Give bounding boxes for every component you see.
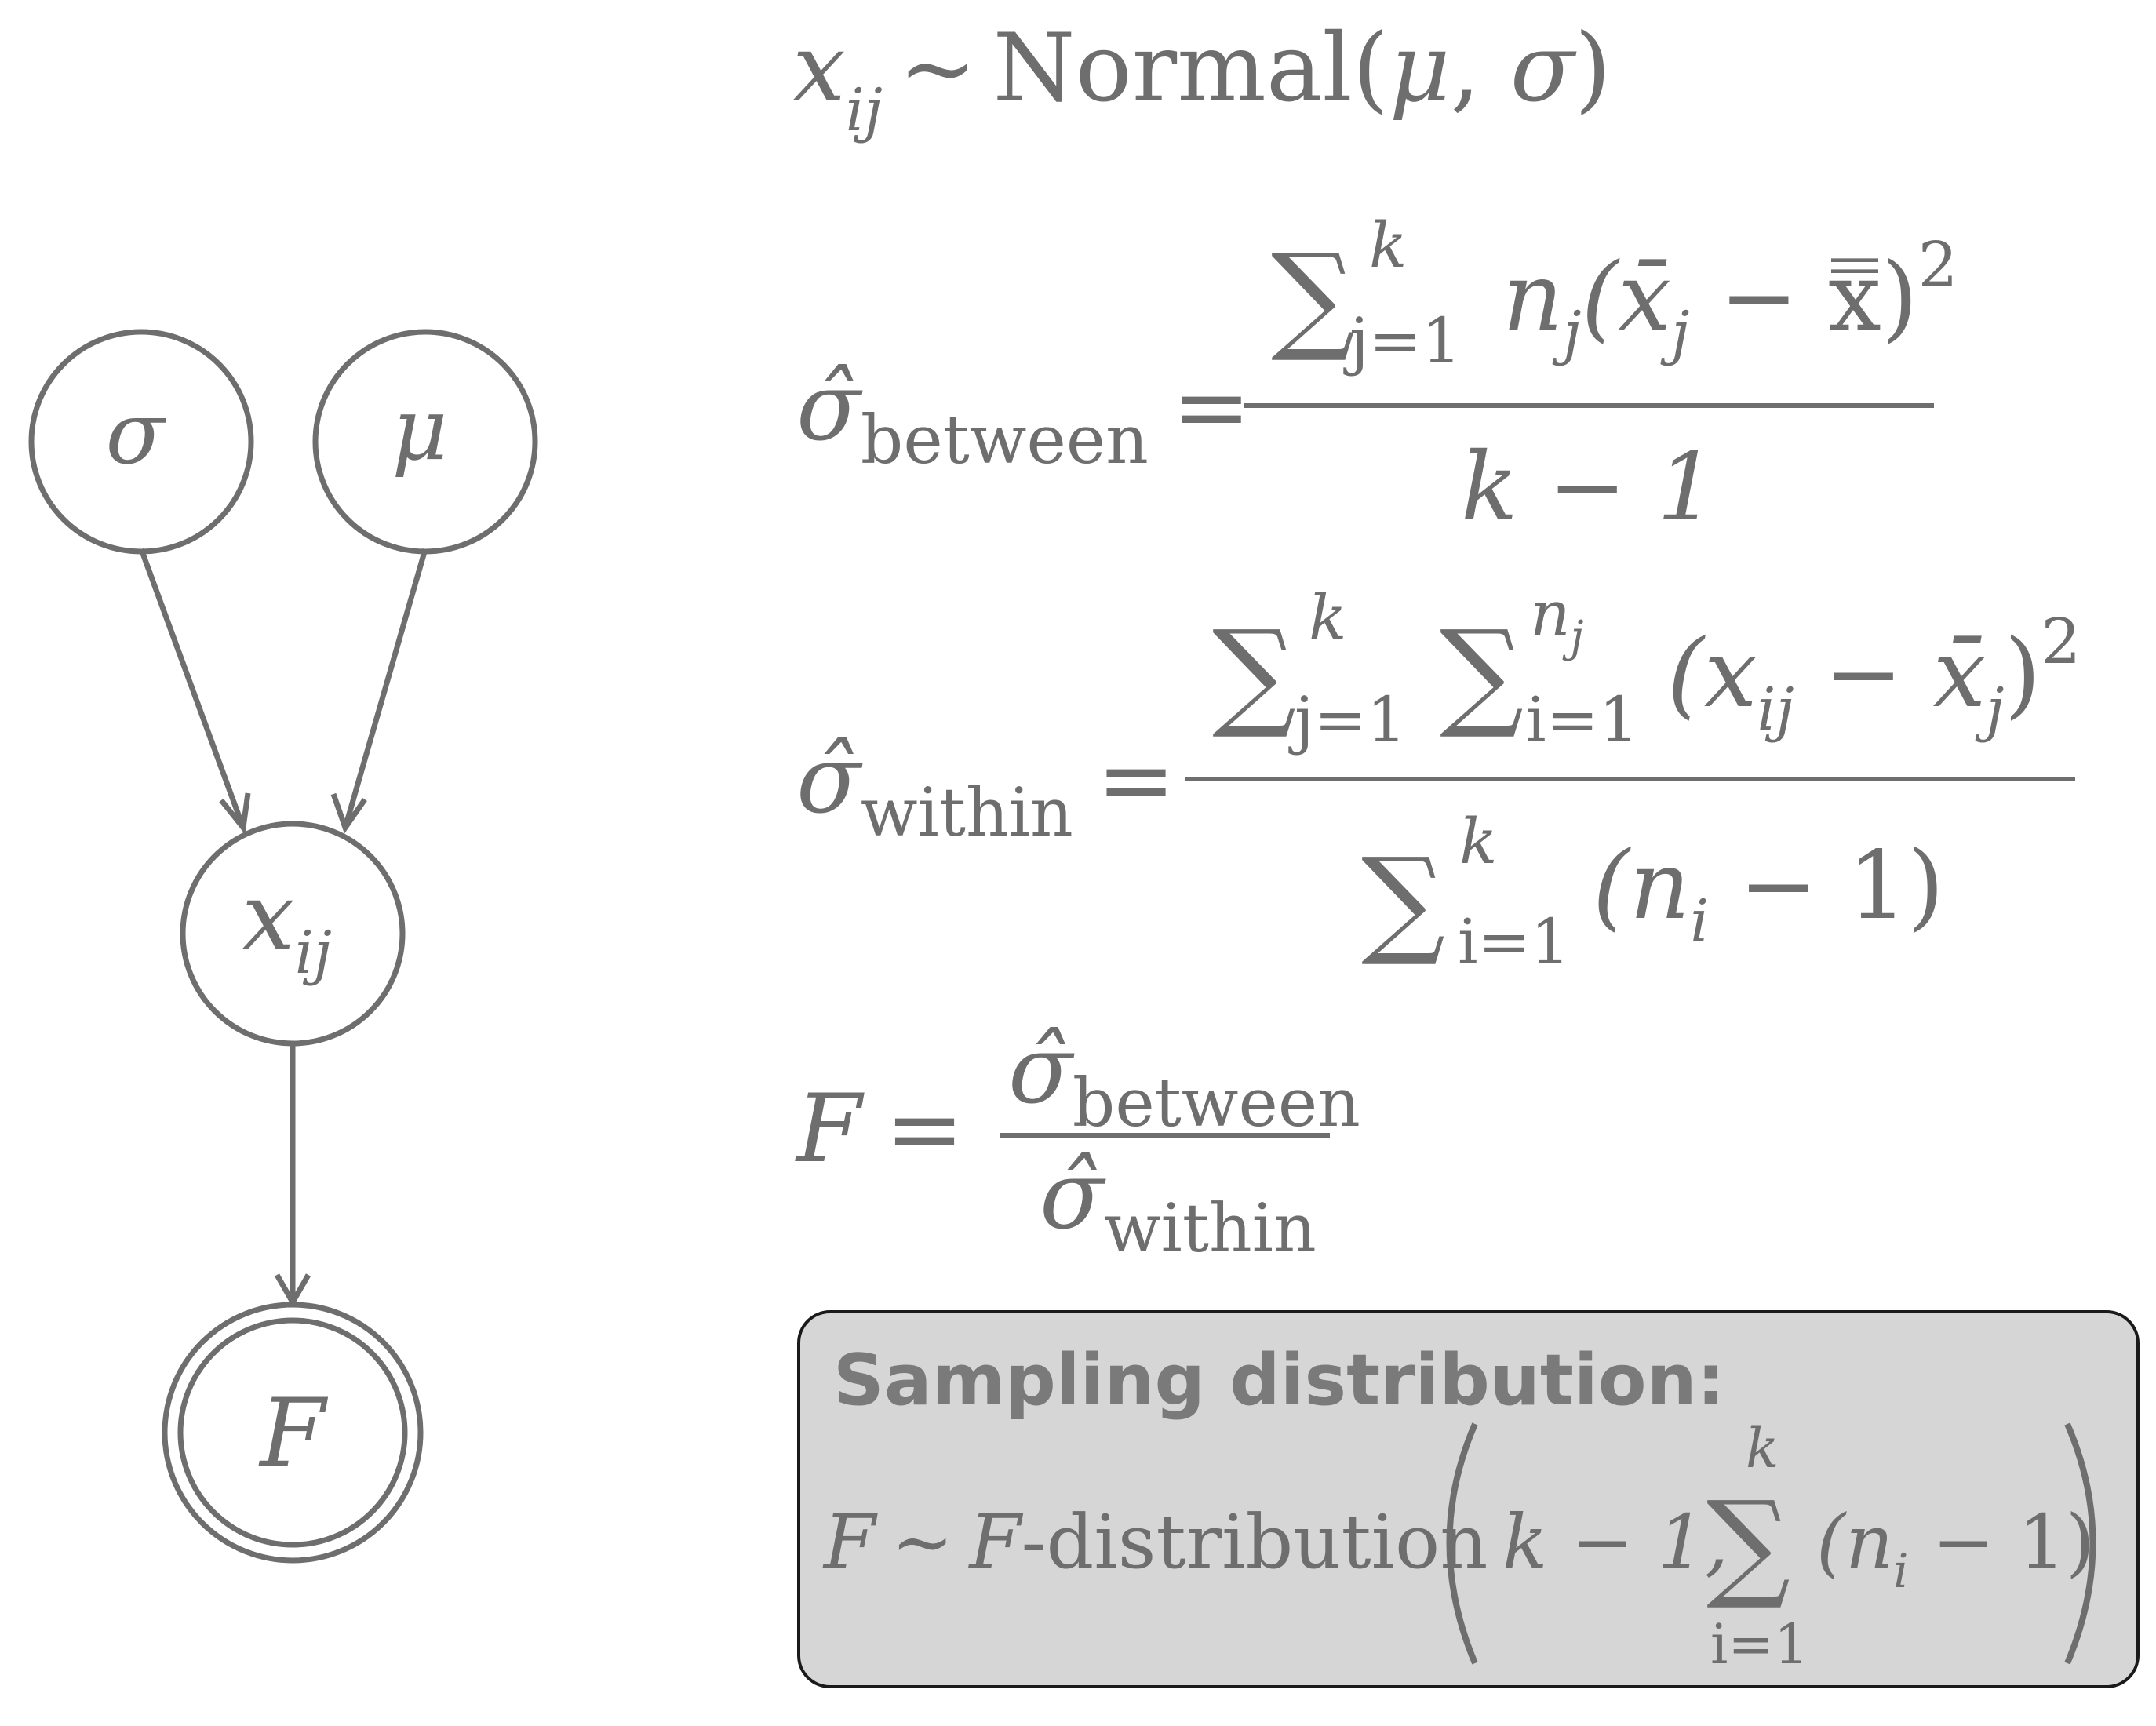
sampling-box-background xyxy=(797,1310,2140,1688)
eq-within-den-sum: ∑ xyxy=(1361,833,1445,970)
node-x xyxy=(180,821,406,1047)
eq-ratio-numerator: σ̂between xyxy=(1008,1016,1360,1142)
eq-between-sum-lower: j=1 xyxy=(1343,304,1462,377)
sampling-box-sum-upper: k xyxy=(1746,1416,1779,1480)
sampling-box-right-paren xyxy=(2064,1422,2096,1665)
node-sigma xyxy=(28,329,254,555)
node-x-label: xij xyxy=(242,863,332,987)
node-sigma-label: σ xyxy=(105,383,166,483)
node-F-inner xyxy=(177,1317,408,1548)
edge-mu-to-x xyxy=(342,548,428,828)
eq-between-sum: ∑ xyxy=(1271,229,1355,366)
node-mu-label: μ xyxy=(392,379,448,479)
eq-within-numerator: ∑ k j=1 ∑ nj i=1 (xij − x̄j)2 xyxy=(1212,577,2081,756)
node-x-subscript: ij xyxy=(295,918,332,987)
sampling-box-arg2: (ni − 1) xyxy=(1816,1499,2095,1599)
eq-within-denominator: ∑ k i=1 (ni − 1) xyxy=(1361,805,1944,978)
eq-between-denominator: k − 1 xyxy=(1461,433,1717,542)
edge-mu-to-x-arrowhead xyxy=(330,792,367,834)
eq-within-sum2-upper: nj xyxy=(1530,577,1584,661)
edge-sigma-to-x xyxy=(138,548,246,829)
eq-within-den-sum-lower: i=1 xyxy=(1458,905,1571,978)
eq-between-lhs: σ̂between= xyxy=(796,353,1251,479)
eq-within-sum2: ∑ xyxy=(1440,606,1524,742)
sampling-box-formula-lead: F∼F-distribution xyxy=(822,1499,1488,1586)
eq-ratio-lhs: F= xyxy=(795,1075,964,1184)
equations: xij∼Normal(μ, σ) σ̂between= ∑ k j=1 nj(x… xyxy=(792,14,2081,1268)
eq-within-body: (xij − x̄j)2 xyxy=(1667,605,2081,744)
edge-sigma-to-x-arrowhead xyxy=(219,792,251,835)
graphical-model xyxy=(28,329,538,1564)
eq-within-sum1-lower: j=1 xyxy=(1288,683,1407,756)
eq-between-numerator: ∑ k j=1 nj(x̄j − x̿)2 xyxy=(1271,209,1958,377)
sampling-box-sum: ∑ xyxy=(1706,1477,1790,1613)
eq-within-sum1: ∑ xyxy=(1212,606,1296,742)
node-x-base: x xyxy=(242,863,295,972)
eq-ratio-denominator: σ̂within xyxy=(1040,1142,1317,1268)
node-F-label: F xyxy=(258,1379,328,1488)
eq-within-sum1-upper: k xyxy=(1309,581,1346,654)
sampling-box-arg1: k − 1, xyxy=(1502,1499,1728,1586)
sampling-box-sum-lower: i=1 xyxy=(1710,1612,1809,1677)
eq-within-lhs: σ̂within= xyxy=(796,726,1175,852)
sampling-distribution-box: Sampling distribution: F∼F-distribution … xyxy=(797,1310,2140,1688)
eq-within-den-sum-upper: k xyxy=(1459,805,1497,878)
node-mu xyxy=(312,329,538,555)
eq-within-den-body: (ni − 1) xyxy=(1593,832,1944,956)
sampling-box-heading: Sampling distribution: xyxy=(833,1339,1725,1422)
sampling-box-left-paren xyxy=(1446,1422,1478,1665)
eq-between-sum-upper: k xyxy=(1369,209,1407,282)
eq-within-sum2-lower: i=1 xyxy=(1526,683,1639,756)
eq-between-body: nj(x̄j − x̿)2 xyxy=(1502,228,1958,367)
graphical-model-labels: σ μ xij F xyxy=(105,379,447,1488)
eq-likelihood: xij∼Normal(μ, σ) xyxy=(792,14,1612,144)
node-F-outer xyxy=(162,1302,424,1564)
